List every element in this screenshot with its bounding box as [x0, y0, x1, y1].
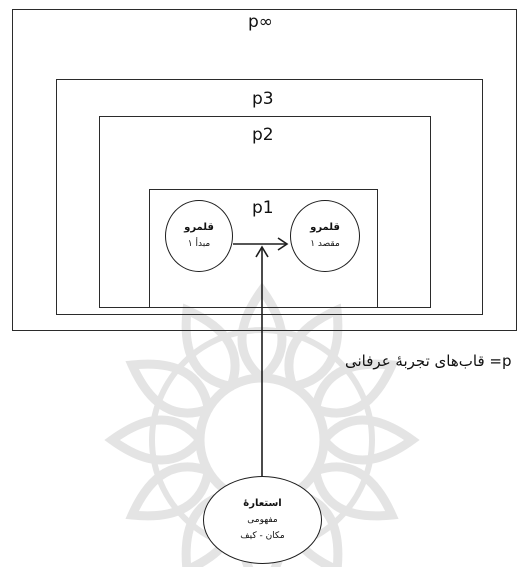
- target-domain-title: قلمرو: [310, 222, 340, 233]
- target-domain-circle: قلمرو مقصد ۱: [290, 200, 360, 272]
- frame-p2-label: p2: [252, 125, 274, 145]
- frame-p3: [56, 79, 483, 315]
- source-domain-circle: قلمرو مبدأ ۱: [165, 200, 233, 272]
- frame-p3-label: p3: [252, 89, 274, 109]
- watermark-petal: [125, 359, 213, 418]
- metaphor-line-1: استعارۀ: [243, 498, 282, 509]
- metaphor-line-2: مفهومی: [247, 515, 278, 525]
- metaphor-arrow-head: [255, 245, 269, 258]
- frame-p-infinity-label: p∞: [248, 12, 273, 32]
- watermark-petal: [319, 415, 420, 465]
- frame-p1-label: p1: [252, 198, 274, 218]
- mapping-arrow-head: [277, 237, 289, 251]
- watermark-petal: [125, 462, 213, 521]
- watermark-petal: [284, 303, 343, 391]
- watermark-petal: [181, 303, 240, 391]
- metaphor-line-3: مکان - کیف: [240, 531, 285, 541]
- source-domain-subtitle: مبدأ ۱: [187, 239, 211, 249]
- watermark-petal: [104, 415, 205, 465]
- frame-p-infinity: [12, 9, 517, 331]
- source-domain-title: قلمرو: [184, 222, 214, 233]
- frame-p1: [149, 189, 378, 308]
- legend-text: p= قاب‌های تجربۀ عرفانی: [345, 352, 512, 370]
- target-domain-subtitle: مقصد ۱: [310, 239, 340, 249]
- watermark-petal: [311, 359, 399, 418]
- metaphor-circle: استعارۀ مفهومی مکان - کیف: [203, 476, 322, 564]
- watermark-petal: [311, 462, 399, 521]
